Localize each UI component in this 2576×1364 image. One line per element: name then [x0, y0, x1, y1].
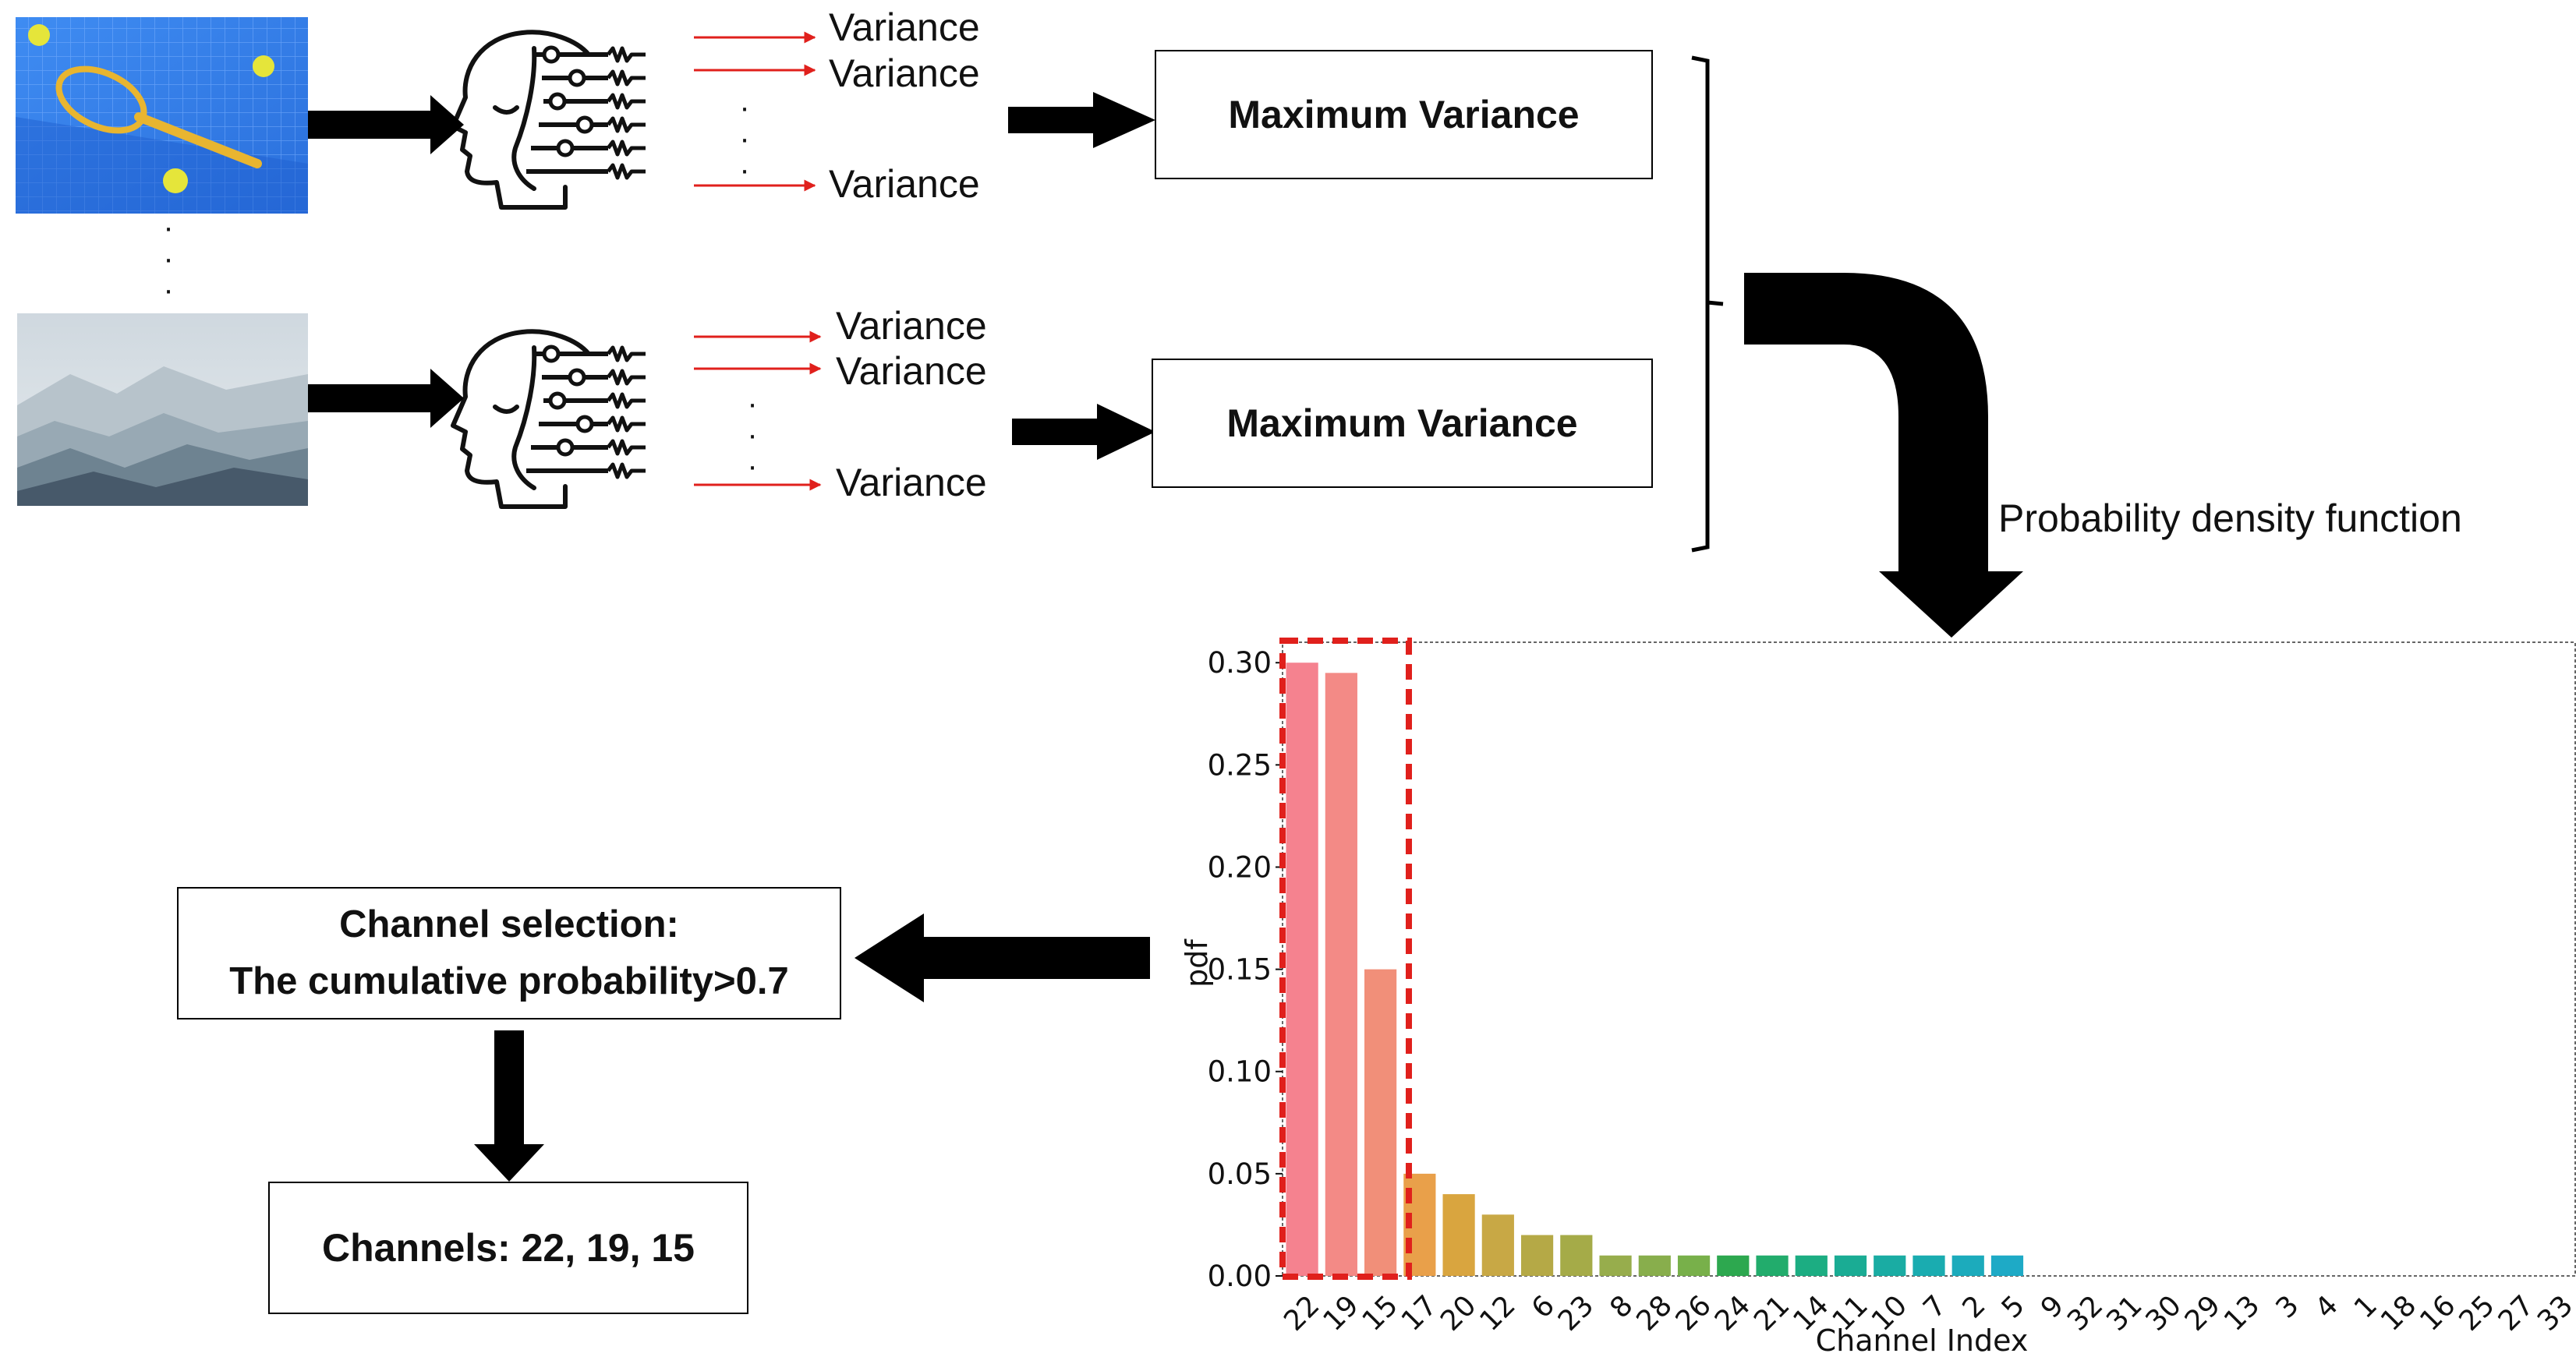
chart-frame [1282, 641, 2576, 1277]
chart-bar [1990, 1255, 2024, 1276]
chart-bar [1874, 1255, 1906, 1276]
chart-bar [1951, 1255, 1984, 1276]
y-tick-label: 0.15 [1208, 953, 1272, 987]
chart-bar [1364, 969, 1397, 1276]
input-arrow [308, 95, 464, 428]
chart-bar [1913, 1255, 1945, 1276]
y-tick-label: 0.00 [1208, 1260, 1272, 1293]
x-tick-label: 8 [1604, 1289, 1639, 1324]
y-tick-label: 0.30 [1208, 646, 1272, 680]
x-tick-label: 7 [1917, 1289, 1952, 1324]
chart-bar [1481, 1214, 1514, 1276]
max-variance-arrow [1008, 92, 1155, 460]
chart-bar [1560, 1235, 1593, 1276]
grouping-bracket [1691, 55, 1724, 553]
tennis-racket-image [16, 17, 308, 214]
chart-xlabel: Channel Index [1816, 1323, 2029, 1358]
selection-arrow [855, 913, 1150, 1002]
eeg-head-icon [453, 331, 646, 507]
y-tick-label: 0.20 [1208, 850, 1272, 884]
chart-ylabel: pdf [1180, 938, 1214, 988]
chart-bars [1286, 663, 2024, 1276]
chart-bar [1834, 1255, 1867, 1276]
chart-bar [1717, 1255, 1750, 1276]
x-tick-label: 3 [2270, 1289, 2305, 1324]
chart-bar [1795, 1255, 1828, 1276]
variance-arrows [694, 31, 822, 491]
chart-bar [1325, 673, 1357, 1276]
x-tick-label: 9 [2035, 1289, 2070, 1324]
misty-mountains-image [17, 313, 308, 506]
chart-bar [1638, 1255, 1671, 1276]
x-tick-label: 1 [2348, 1289, 2383, 1324]
chart-bar [1520, 1235, 1554, 1276]
x-tick-label: 5 [1996, 1289, 2031, 1324]
chart-yticks: 0.00 0.05 0.10 0.15 0.20 0.25 0.30 [1208, 646, 1272, 1293]
x-tick-label: 13 [2218, 1289, 2266, 1337]
channels-arrow [474, 1030, 544, 1182]
chart-bar [1442, 1194, 1475, 1276]
x-tick-label: 33 [2532, 1289, 2576, 1337]
chart-bar [1677, 1255, 1711, 1276]
x-tick-label: 6 [1526, 1289, 1561, 1324]
x-tick-label: 4 [2309, 1289, 2344, 1324]
y-tick-label: 0.05 [1208, 1157, 1272, 1191]
highlight-box [1279, 638, 1412, 1280]
chart-bar [1599, 1255, 1632, 1276]
chart-bar [1756, 1255, 1789, 1276]
x-tick-label: 2 [1957, 1289, 1992, 1324]
chart-bar [1286, 663, 1318, 1276]
x-tick-label: 12 [1474, 1289, 1521, 1337]
x-tick-label: 23 [1552, 1289, 1600, 1337]
eeg-head-icon [453, 32, 646, 207]
y-tick-label: 0.10 [1208, 1055, 1272, 1089]
y-tick-label: 0.25 [1208, 748, 1272, 782]
pdf-curved-arrow [1744, 273, 2023, 638]
